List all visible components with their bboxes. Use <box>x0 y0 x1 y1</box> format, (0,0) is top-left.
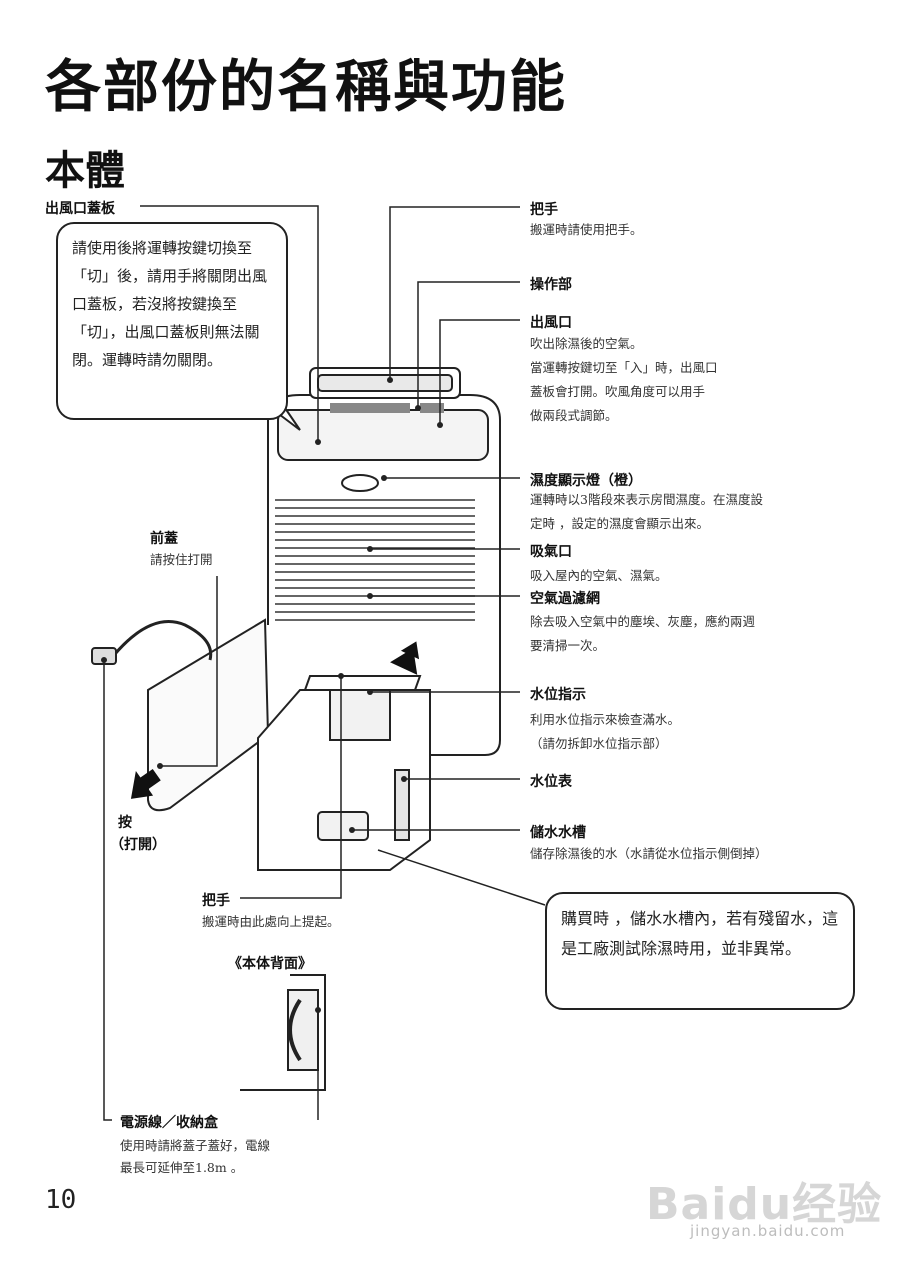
front-cover <box>147 618 270 812</box>
power-cord <box>91 620 213 665</box>
label-front-cover: 前蓋 <box>150 531 178 547</box>
label-outlet: 出風口 <box>530 315 572 331</box>
label-press-open: （打開） <box>110 837 166 853</box>
dehumidifier-body <box>267 367 501 756</box>
label-control: 操作部 <box>530 277 572 293</box>
desc-filter-1: 除去吸入空氣中的塵埃、灰塵，應約兩週 <box>530 614 756 629</box>
label-tank: 儲水水槽 <box>530 825 586 841</box>
label-intake: 吸氣口 <box>530 544 572 560</box>
desc-humidity-lamp-1: 運轉時以3階段來表示房間濕度。在濕度設 <box>530 492 763 507</box>
desc-front-cover: 請按住打開 <box>150 552 213 567</box>
leader-lines <box>103 205 546 1121</box>
label-back-view: 《本体背面》 <box>228 956 312 972</box>
page-number: 10 <box>45 1185 77 1215</box>
label-outlet-cover: 出風口蓋板 <box>45 201 115 217</box>
desc-outlet-3: 蓋板會打開。吹風角度可以用手 <box>530 384 706 399</box>
intake-grille <box>275 499 475 621</box>
desc-outlet-4: 做兩段式調節。 <box>530 408 618 423</box>
label-cord: 電源線／收納盒 <box>120 1115 218 1131</box>
section-title: 本體 <box>45 148 125 194</box>
desc-handle-top: 搬運時請使用把手。 <box>530 222 643 237</box>
label-press: 按 <box>118 815 132 831</box>
desc-cord-2: 最長可延伸至1.8m 。 <box>120 1160 244 1175</box>
label-humidity-lamp: 濕度顯示燈（橙） <box>530 473 642 489</box>
label-handle-top: 把手 <box>530 202 558 218</box>
desc-filter-2: 要清掃一次。 <box>530 638 606 653</box>
water-tank <box>257 675 431 871</box>
leader-dots <box>101 377 443 1013</box>
desc-tank: 儲存除濕後的水（水請從水位指示側倒掉） <box>530 846 768 861</box>
label-water-gauge: 水位表 <box>530 774 572 790</box>
desc-outlet-1: 吹出除濕後的空氣。 <box>530 336 643 351</box>
callout-close-outlet-cover: 請使用後將運轉按鍵切換至「切」後，請用手將關閉出風口蓋板，若沒將按鍵換至「切」，… <box>56 222 288 420</box>
watermark-brand: Baidu经验 <box>646 1179 883 1230</box>
label-water-indicator: 水位指示 <box>530 687 586 703</box>
desc-humidity-lamp-2: 定時 ，設定的濕度會顯示出來。 <box>530 516 709 531</box>
push-arrows <box>130 641 420 799</box>
desc-water-indicator-2: （請勿拆卸水位指示部） <box>530 736 668 751</box>
desc-cord-1: 使用時請將蓋子蓋好，電線 <box>120 1138 271 1153</box>
desc-intake: 吸入屋內的空氣、濕氣。 <box>530 568 668 583</box>
label-filter: 空氣過濾網 <box>530 591 600 607</box>
page-title: 各部份的名稱與功能 <box>45 55 567 120</box>
back-view-illustration <box>240 974 326 1091</box>
desc-water-indicator-1: 利用水位指示來檢查滿水。 <box>530 712 681 727</box>
watermark-url: jingyan.baidu.com <box>690 1222 846 1240</box>
desc-outlet-2: 當運轉按鍵切至「入」時，出風口 <box>530 360 718 375</box>
desc-handle-tank: 搬運時由此處向上提起。 <box>202 914 340 929</box>
label-handle-tank: 把手 <box>202 893 230 909</box>
callout-residual-water: 購買時 ，儲水水槽內，若有殘留水，這是工廠測試除濕時用，並非異常。 <box>545 892 855 1010</box>
